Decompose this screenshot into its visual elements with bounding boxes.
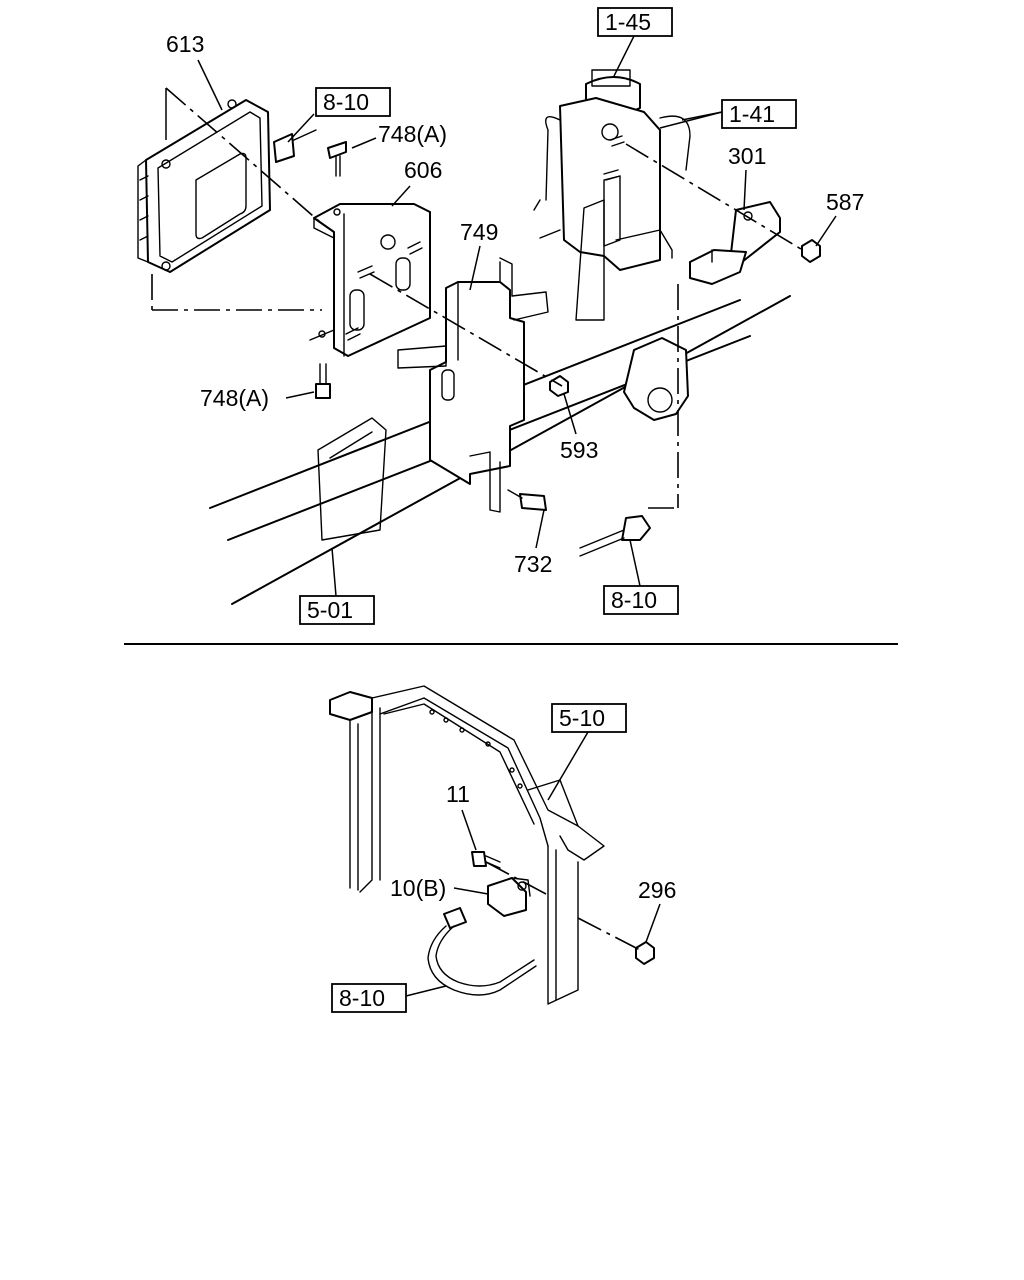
callout-296: 296: [638, 877, 676, 903]
callout-732: 732: [514, 551, 552, 577]
ref-8-10-bottom: 8-10: [611, 587, 657, 613]
ref-5-10: 5-10: [559, 705, 605, 731]
callout-748a-top: 748(A): [378, 121, 447, 147]
ref-8-10-top: 8-10: [323, 89, 369, 115]
sensor-10b: [487, 877, 531, 917]
bracket-606: [309, 203, 431, 357]
ref-box-8-10-bottom: [603, 585, 679, 615]
chain-sensor-nut: [577, 917, 641, 951]
bolt-748a-bottom: [315, 363, 331, 399]
tank-assembly: [533, 69, 691, 321]
chain-606-749: [369, 273, 563, 387]
chain-613-606: [165, 87, 321, 223]
frame-hanger: [623, 337, 689, 421]
callout-587: 587: [826, 189, 864, 215]
bolt-748a-top: [327, 141, 347, 177]
callout-10b: 10(B): [390, 875, 446, 901]
callout-593: 593: [560, 437, 598, 463]
bracket-749: [397, 257, 549, 513]
callout-606: 606: [404, 157, 442, 183]
callout-11: 11: [446, 781, 470, 807]
ecu-module: [137, 99, 271, 273]
ref-box-8-10-lower: [331, 983, 407, 1013]
nut-593: [549, 375, 569, 397]
ref-5-01: 5-01: [307, 597, 353, 623]
connector-301: [689, 201, 781, 285]
ref-box-5-01: [299, 595, 375, 625]
sensor-harness: [427, 907, 537, 996]
callout-748a-bottom: 748(A): [200, 385, 269, 411]
ref-box-5-10: [551, 703, 627, 733]
bottom-assembly-view: 11 10(B) 296 5-10 8-10: [329, 685, 676, 1013]
callout-301: 301: [728, 143, 766, 169]
ref-box-1-45: [597, 7, 673, 37]
bolt-732: [507, 489, 547, 511]
callout-749: 749: [460, 219, 498, 245]
ref-box-8-10-top: [315, 87, 391, 117]
chain-bolt-sensor: [485, 861, 547, 895]
crossmember-frame: [329, 685, 605, 1005]
chain-tank-301: [625, 143, 807, 253]
top-assembly-view: 613 748(A) 606 749 748(A) 593 732 301 58…: [137, 7, 864, 625]
ref-1-41: 1-41: [729, 101, 775, 127]
bolt-11: [471, 851, 501, 869]
ref-box-1-41: [721, 99, 797, 129]
callout-613: 613: [166, 31, 204, 57]
nut-296: [635, 941, 655, 965]
ref-1-45: 1-45: [605, 9, 651, 35]
ref-8-10-lower: 8-10: [339, 985, 385, 1011]
sensor-lead: [579, 515, 651, 557]
